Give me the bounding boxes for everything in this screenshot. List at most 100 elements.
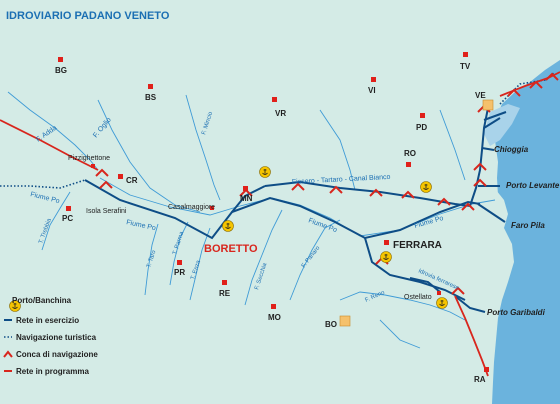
legend-rete-programma: Rete in programma bbox=[16, 367, 89, 376]
river-adda bbox=[7, 91, 99, 171]
place-porto-garibaldi: Porto Garibaldi bbox=[487, 308, 546, 317]
place-ostellato: Ostellato bbox=[404, 294, 432, 301]
legend-swatch-conca bbox=[3, 350, 13, 358]
city-square-icon bbox=[222, 280, 227, 285]
port-square-icon bbox=[482, 99, 494, 111]
city-square-icon bbox=[384, 240, 389, 245]
anchor-icon bbox=[420, 181, 432, 193]
place-isola-serafini: Isola Serafini bbox=[86, 208, 127, 215]
place-chioggia: Chioggia bbox=[494, 145, 529, 154]
lock-chevron-icon bbox=[473, 178, 487, 187]
adriatic-sea bbox=[492, 60, 560, 404]
lock-chevron-icon bbox=[437, 197, 451, 206]
city-markers bbox=[58, 52, 489, 372]
anchor-icon bbox=[9, 300, 21, 312]
river-mincio bbox=[185, 94, 221, 201]
route-faro-pila bbox=[477, 203, 506, 223]
lock-chevron-icon bbox=[329, 185, 343, 194]
city-bo: BO bbox=[325, 320, 337, 329]
river-panaro bbox=[289, 219, 341, 301]
city-square-icon bbox=[148, 84, 153, 89]
route-coast bbox=[469, 107, 489, 207]
tourist-po-west bbox=[0, 179, 86, 189]
city-pc: PC bbox=[62, 214, 73, 223]
city-ferrara: FERRARA bbox=[393, 240, 442, 251]
river-misc-north bbox=[319, 109, 356, 191]
anchor-icon bbox=[436, 297, 448, 309]
city-square-icon bbox=[243, 186, 248, 191]
city-mo: MO bbox=[268, 313, 281, 322]
rivers bbox=[7, 91, 496, 349]
route-ostellato bbox=[409, 277, 441, 293]
river-enza bbox=[189, 227, 211, 301]
lock-chevron-icon bbox=[473, 162, 487, 171]
lock-chevron-icon bbox=[461, 202, 475, 211]
river-parma bbox=[169, 221, 189, 286]
navigable-network bbox=[84, 107, 507, 313]
city-cr: CR bbox=[126, 176, 138, 185]
legend-conca: Conca di navigazione bbox=[16, 350, 98, 359]
route-po bbox=[84, 179, 481, 240]
lock-chevron-icon bbox=[95, 168, 109, 177]
lock-chevron-icon bbox=[369, 188, 383, 197]
legend-rete-esercizio: Rete in esercizio bbox=[16, 316, 79, 325]
po-delta-coast bbox=[494, 190, 508, 228]
city-square-icon bbox=[420, 113, 425, 118]
city-vi: VI bbox=[368, 86, 376, 95]
city-square-icon bbox=[91, 164, 95, 168]
anchor-icon bbox=[380, 251, 392, 263]
city-square-icon bbox=[463, 52, 468, 57]
anchors bbox=[9, 166, 448, 312]
river-trebbia bbox=[41, 191, 71, 251]
city-square-icon bbox=[177, 260, 182, 265]
map-title: IDROVIARIO PADANO VENETO bbox=[6, 10, 170, 22]
city-square-icon bbox=[271, 304, 276, 309]
city-bs: BS bbox=[145, 93, 157, 102]
city-square-icon bbox=[437, 291, 441, 295]
route-ferrara bbox=[364, 237, 466, 301]
city-square-icon bbox=[406, 162, 411, 167]
route-venice-b bbox=[483, 111, 507, 121]
place-faro-pila: Faro Pila bbox=[511, 221, 545, 230]
city-mn: MN bbox=[240, 194, 253, 203]
legend: Porto/Banchina Rete in esercizio Navigaz… bbox=[3, 296, 98, 376]
port-square-icon bbox=[339, 315, 351, 327]
legend-porto: Porto/Banchina bbox=[12, 296, 72, 305]
city-ro: RO bbox=[404, 149, 416, 158]
city-pd: PD bbox=[416, 123, 427, 132]
city-square-icon bbox=[210, 206, 214, 210]
lock-chevron-icon bbox=[99, 180, 113, 189]
place-porto-levante: Porto Levante bbox=[506, 181, 560, 190]
river-misc-south bbox=[379, 319, 421, 349]
place-pizzighettone: Pizzighettone bbox=[68, 155, 110, 162]
route-fissero bbox=[264, 180, 471, 207]
river-taro bbox=[144, 223, 159, 296]
lock-chevron-icon bbox=[529, 80, 543, 89]
planned-ravenna bbox=[454, 295, 489, 377]
lock-chevron-icon bbox=[451, 286, 465, 295]
city-pr: PR bbox=[174, 268, 185, 277]
city-tv: TV bbox=[460, 62, 471, 71]
city-square-icon bbox=[66, 206, 71, 211]
planned-adda bbox=[0, 119, 99, 171]
lock-chevron-icon bbox=[545, 72, 559, 81]
river-reno bbox=[339, 291, 466, 321]
city-re: RE bbox=[219, 289, 231, 298]
river-misc-north-2 bbox=[439, 109, 466, 181]
route-venice-a bbox=[483, 117, 501, 129]
city-ve: VE bbox=[475, 91, 486, 100]
city-square-icon bbox=[272, 97, 277, 102]
river-label-taro: T. Taro bbox=[146, 249, 157, 269]
river-secchia bbox=[244, 209, 283, 306]
city-bg: BG bbox=[55, 66, 67, 75]
place-casalmaggiore: Casalmaggiore bbox=[168, 204, 215, 211]
anchor-icon bbox=[222, 220, 234, 232]
city-vr: VR bbox=[275, 109, 286, 118]
place-boretto: BORETTO bbox=[204, 243, 258, 255]
lock-chevron-icon bbox=[401, 190, 415, 199]
city-square-icon bbox=[371, 77, 376, 82]
city-square-icon bbox=[484, 367, 489, 372]
lock-chevron-icon bbox=[291, 182, 305, 191]
legend-navigazione: Navigazione turistica bbox=[16, 333, 97, 342]
